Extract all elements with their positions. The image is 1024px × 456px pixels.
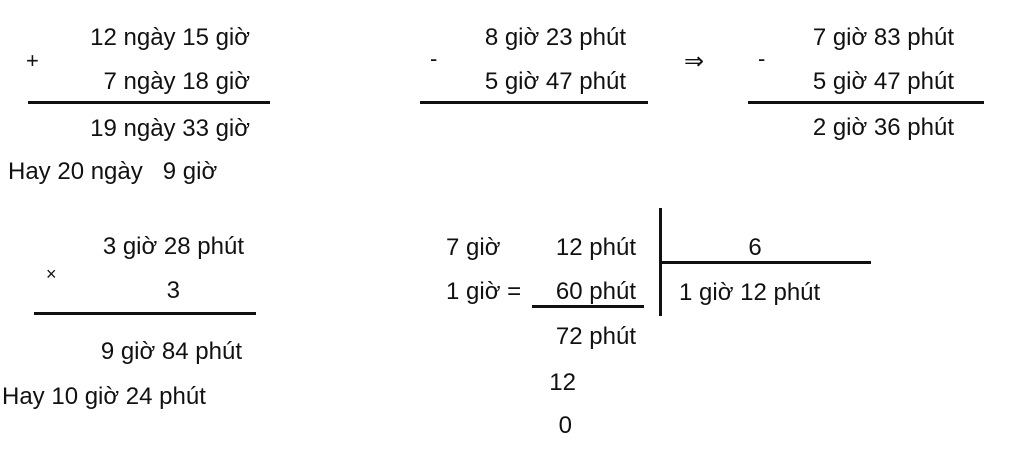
division-dividend-minutes: 12 phút [555, 234, 636, 261]
multiplication-line2: 3 [166, 277, 180, 304]
addition-line2: 7 ngày 18 giờ [103, 68, 250, 95]
division-sum: 72 phút [555, 323, 636, 350]
subtraction-converted-result: 2 giờ 36 phút [812, 114, 954, 141]
addition-result: 19 ngày 33 giờ [90, 115, 250, 142]
subtraction-line2: 5 giờ 47 phút [484, 68, 626, 95]
division-divisor: 6 [748, 234, 762, 261]
multiplication-converted: Hay 10 giờ 24 phút [2, 383, 206, 410]
minus-operator: - [430, 46, 438, 71]
subtraction-rule [420, 101, 648, 104]
multiplication-result: 9 giờ 84 phút [100, 338, 242, 365]
subtraction-converted-line1: 7 giờ 83 phút [812, 24, 954, 51]
division-dividend-hours: 7 giờ [446, 234, 501, 261]
division-conversion-value: 60 phút [555, 278, 636, 305]
multiplication-line1: 3 giờ 28 phút [102, 233, 244, 260]
division-step2: 0 [558, 412, 572, 439]
division-quotient: 1 giờ 12 phút [679, 279, 821, 306]
subtraction-line1: 8 giờ 23 phút [484, 24, 626, 51]
division-conversion-rule [532, 305, 644, 308]
addition-converted: Hay 20 ngày 9 giờ [8, 158, 218, 185]
implies-arrow-icon: ⇒ [684, 48, 705, 75]
times-operator: × [46, 264, 57, 284]
division-conversion-prefix: 1 giờ = [446, 278, 522, 305]
subtraction-converted-rule [748, 101, 984, 104]
minus-operator: - [758, 46, 766, 71]
addition-line1: 12 ngày 15 giờ [90, 24, 250, 51]
division-bracket-horizontal [659, 261, 871, 264]
addition-rule [28, 101, 270, 104]
division-step1: 12 [549, 369, 576, 396]
multiplication-rule [34, 312, 256, 315]
subtraction-converted-line2: 5 giờ 47 phút [812, 68, 954, 95]
plus-operator: + [26, 48, 39, 73]
